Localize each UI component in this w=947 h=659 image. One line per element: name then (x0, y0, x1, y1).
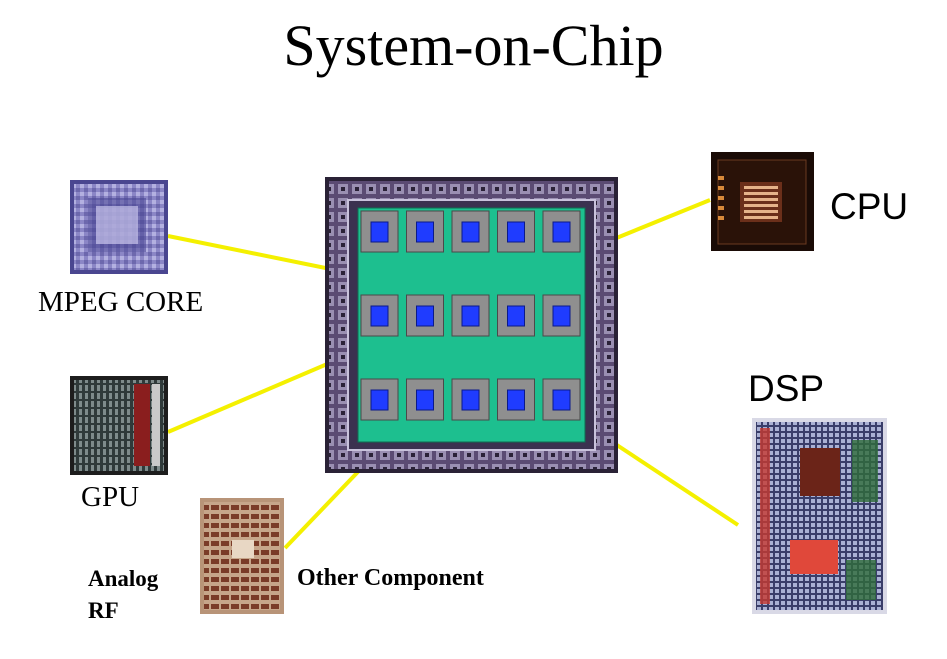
analog-rf-die (200, 498, 284, 614)
soc-block-core (507, 221, 525, 243)
gpu-die (70, 376, 168, 475)
soc-block-core (507, 389, 525, 411)
soc-block-core (416, 389, 434, 411)
soc-block-core (552, 389, 571, 411)
soc-block-core (370, 221, 389, 243)
label-dsp: DSP (748, 368, 825, 409)
mpeg-core-die (70, 180, 168, 274)
label-other-component: Other Component (297, 565, 484, 591)
soc-block-core (370, 305, 389, 327)
soc-block-core (552, 221, 571, 243)
soc-block (542, 210, 581, 253)
label-analog: Analog (88, 566, 159, 591)
soc-block-core (461, 389, 480, 411)
soc-block-core (461, 305, 480, 327)
soc-block (497, 210, 535, 253)
label-cpu: CPU (830, 186, 909, 227)
label-mpeg-core: MPEG CORE (38, 286, 204, 318)
soc-block-core (370, 389, 389, 411)
label-gpu: GPU (81, 481, 140, 513)
soc-block-core (461, 221, 480, 243)
cpu-die (711, 152, 814, 251)
soc-block-core (552, 305, 571, 327)
label-rf: RF (88, 598, 119, 623)
page-title: System-on-Chip (283, 13, 664, 78)
soc-block-core (507, 305, 525, 327)
soc-chip (325, 177, 618, 473)
soc-block-core (416, 221, 434, 243)
soc-block-core (416, 305, 434, 327)
dsp-die (752, 418, 887, 614)
soc-blocks (360, 210, 581, 421)
